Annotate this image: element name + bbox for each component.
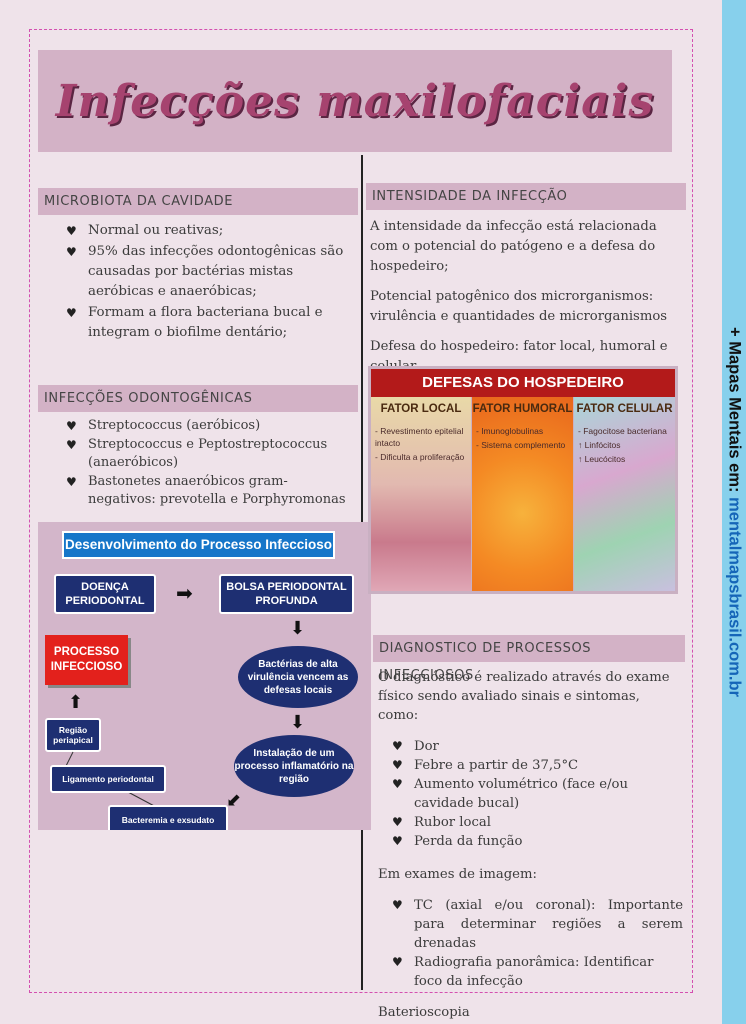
node-bacterias: Bactérias de alta virulência vencem as d…: [238, 646, 358, 708]
heart-icon: ♥: [66, 224, 77, 238]
list-item: ♥Radiografia panorâmica: Identificar foc…: [392, 955, 654, 989]
defesas-title: DEFESAS DO HOSPEDEIRO: [371, 369, 675, 397]
odontogenicas-header: INFECÇÕES ODONTOGÊNICAS: [38, 385, 358, 412]
defesas-figure: DEFESAS DO HOSPEDEIRO FATOR LOCAL - Reve…: [368, 366, 678, 594]
list-item: ♥Rubor local: [392, 815, 491, 830]
heart-icon: ♥: [392, 834, 403, 848]
page-border: [29, 29, 693, 993]
list-item: ♥Febre a partir de 37,5°C: [392, 758, 579, 773]
sidebar-strip: [722, 0, 746, 1024]
paragraph: A intensidade da infecção está relaciona…: [370, 219, 657, 274]
node-instalacao: Instalação de um processo inflamatório n…: [234, 735, 354, 797]
list-item: ♥Streptococcus e Peptostreptococcus (ana…: [66, 436, 328, 471]
fator-humoral-panel: FATOR HUMORAL - Imunoglobulinas - Sistem…: [472, 397, 573, 591]
node-doenca-periodontal: DOENÇA PERIODONTAL: [54, 574, 156, 614]
fator-local-panel: FATOR LOCAL - Revestimento epitelial int…: [371, 397, 471, 591]
arrow-down-icon: ⬇: [290, 712, 306, 733]
page-title: Infecções maxilofaciais: [55, 75, 655, 127]
heart-icon: ♥: [392, 815, 403, 829]
sidebar-prefix: + Mapas Mentais em:: [725, 326, 744, 498]
node-bacteremia: Bacteremia e exsudato: [108, 805, 228, 830]
heart-icon: ♥: [66, 437, 77, 452]
heart-icon: ♥: [392, 739, 403, 753]
diagnostico-section: O diagnóstico é realizado através do exa…: [378, 668, 683, 1022]
diagnostico-footer: Baterioscopia: [378, 1005, 470, 1020]
heart-icon: ♥: [392, 955, 403, 969]
diagnostico-intro: O diagnóstico é realizado através do exa…: [378, 670, 670, 723]
list-item: ♥Normal ou reativas;: [66, 221, 351, 241]
flow-title: Desenvolvimento do Processo Infeccioso: [62, 531, 335, 559]
fator-celular-items: - Fagocitose bacteriana ↑ Linfócitos ↑ L…: [578, 426, 667, 464]
flow-diagram: Desenvolvimento do Processo Infeccioso D…: [38, 522, 371, 830]
heart-icon: ♥: [392, 898, 403, 912]
list-item: ♥Formam a flora bacteriana bucal e integ…: [66, 305, 323, 340]
list-item: ♥Streptococcus (aeróbicos): [66, 417, 351, 436]
arrow-down-left-icon: ⬋: [226, 790, 242, 811]
heart-icon: ♥: [66, 474, 77, 489]
arrow-right-icon: ➡: [176, 581, 193, 605]
title-banner: Infecções maxilofaciais: [38, 50, 672, 152]
node-ligamento-periodontal: Ligamento periodontal: [50, 765, 166, 793]
odontogenicas-list: ♥Streptococcus (aeróbicos) ♥Streptococcu…: [66, 417, 351, 510]
sidebar-credit: + Mapas Mentais em: mentalmapsbrasil.com…: [725, 327, 744, 697]
list-item: ♥Perda da função: [392, 834, 523, 849]
node-regiao-periapical: Região periapical: [45, 718, 101, 752]
list-item: ♥TC (axial e/ou coronal): Importante par…: [392, 898, 683, 951]
fator-celular-label: FATOR CELULAR: [576, 403, 673, 415]
fator-local-label: FATOR LOCAL: [380, 403, 462, 415]
sidebar-url[interactable]: mentalmapsbrasil.com.br: [725, 497, 744, 698]
fator-celular-panel: FATOR CELULAR - Fagocitose bacteriana ↑ …: [574, 397, 675, 591]
list-item: ♥Dor: [392, 739, 439, 754]
microbiota-list: ♥Normal ou reativas; ♥95% das infecções …: [66, 221, 351, 343]
list-item: ♥Aumento volumétrico (face e/ou cavidade…: [392, 777, 628, 811]
intensidade-text: A intensidade da infecção está relaciona…: [370, 217, 678, 377]
fator-humoral-label: FATOR HUMORAL: [472, 403, 573, 415]
arrow-up-icon: ⬆: [68, 692, 84, 713]
list-item: ♥Bastonetes anaeróbicos gram-negativos: …: [66, 473, 346, 508]
paragraph: Potencial patogênico dos microrganismos:…: [370, 289, 668, 324]
heart-icon: ♥: [392, 758, 403, 772]
node-processo-infeccioso: PROCESSO INFECCIOSO: [45, 635, 128, 685]
microbiota-header: MICROBIOTA DA CAVIDADE: [38, 188, 358, 215]
arrow-down-icon: ⬇: [290, 618, 306, 639]
heart-icon: ♥: [66, 245, 77, 259]
diagnostico-header: DIAGNOSTICO DE PROCESSOS INFECCIOSOS: [373, 635, 685, 683]
heart-icon: ♥: [66, 419, 77, 433]
intensidade-header: INTENSIDADE DA INFECÇÃO: [366, 183, 686, 210]
list-item: ♥95% das infecções odontogênicas são cau…: [66, 244, 344, 299]
fator-humoral-items: - Imunoglobulinas - Sistema complemento: [476, 426, 566, 450]
node-bolsa-periodontal: BOLSA PERIODONTAL PROFUNDA: [219, 574, 354, 614]
heart-icon: ♥: [66, 306, 77, 320]
imagem-label: Em exames de imagem:: [378, 867, 537, 882]
fator-local-items: - Revestimento epitelial intacto - Dific…: [375, 426, 465, 462]
imagem-list: ♥TC (axial e/ou coronal): Importante par…: [392, 896, 683, 991]
sintomas-list: ♥Dor ♥Febre a partir de 37,5°C ♥Aumento …: [392, 737, 683, 851]
heart-icon: ♥: [392, 777, 403, 791]
